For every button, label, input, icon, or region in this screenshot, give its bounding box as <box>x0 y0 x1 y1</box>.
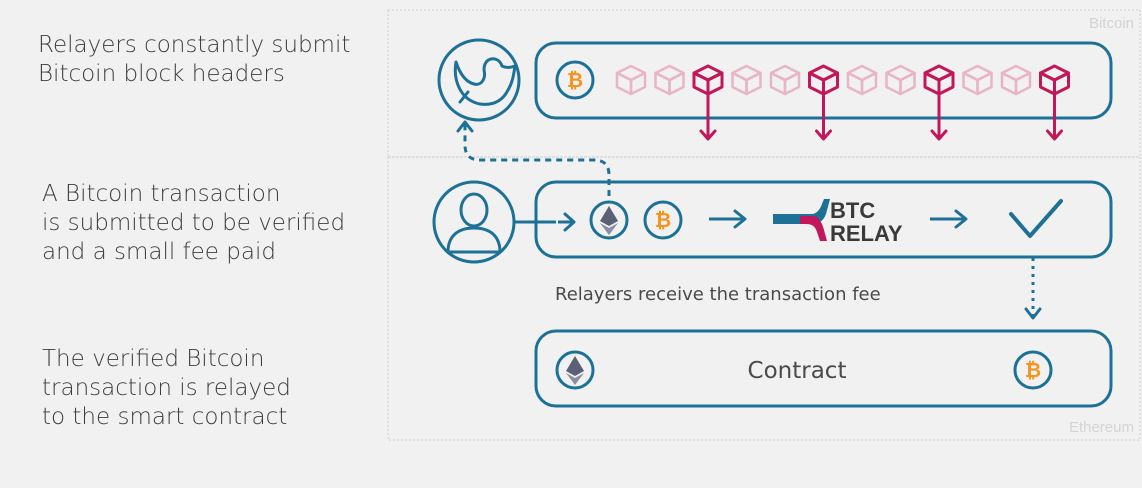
block-icon <box>962 64 993 96</box>
block-header-icon <box>808 64 839 141</box>
ethereum-icon <box>589 200 629 240</box>
user-icon <box>432 180 516 264</box>
block-icon <box>615 64 647 96</box>
block-icon <box>654 64 685 96</box>
arrow-right-icon <box>709 209 747 229</box>
btc-relay-line1: BTC <box>830 198 875 223</box>
svg-text:₿: ₿ <box>567 68 583 92</box>
contract-label: Contract <box>748 358 847 384</box>
block-icon <box>769 64 801 96</box>
step-text-verified: The verified Bitcoin transaction is rela… <box>42 346 291 430</box>
block-header-icon <box>692 64 724 141</box>
contract-bar <box>534 329 1113 408</box>
arrow-right-icon <box>930 209 968 229</box>
btc-relay-line2: RELAY <box>830 221 903 246</box>
bitcoin-icon: ₿ <box>555 60 595 100</box>
bitcoin-icon: ₿ <box>1013 350 1053 390</box>
bitcoin-zone <box>387 9 1141 158</box>
block-icon <box>885 64 916 96</box>
checkmark-icon <box>1009 199 1063 238</box>
block-icon <box>1000 64 1032 96</box>
bitcoin-icon: ₿ <box>643 200 683 240</box>
bird-icon <box>437 38 521 122</box>
block-icon <box>846 64 878 96</box>
block-icon <box>731 64 762 96</box>
ethereum-zone-label: Ethereum <box>1069 419 1134 436</box>
fee-to-relayer-dashed-arrow <box>463 124 611 196</box>
transaction-bar <box>534 180 1113 259</box>
svg-text:₿: ₿ <box>1025 358 1041 382</box>
fee-label: Relayers receive the transaction fee <box>555 284 881 305</box>
ethereum-zone <box>387 156 1141 441</box>
ethereum-icon <box>555 350 595 390</box>
step-text-submit: A Bitcoin transaction is submitted to be… <box>42 181 346 265</box>
btc-relay-logo: BTC RELAY <box>773 198 903 246</box>
block-header-icon <box>1039 64 1070 141</box>
block-header-icon <box>923 64 955 141</box>
svg-text:₿: ₿ <box>655 208 671 232</box>
step-text-relayers: Relayers constantly submit Bitcoin block… <box>38 32 351 87</box>
block-chain <box>615 64 1070 141</box>
bitcoin-zone-label: Bitcoin <box>1089 15 1134 32</box>
